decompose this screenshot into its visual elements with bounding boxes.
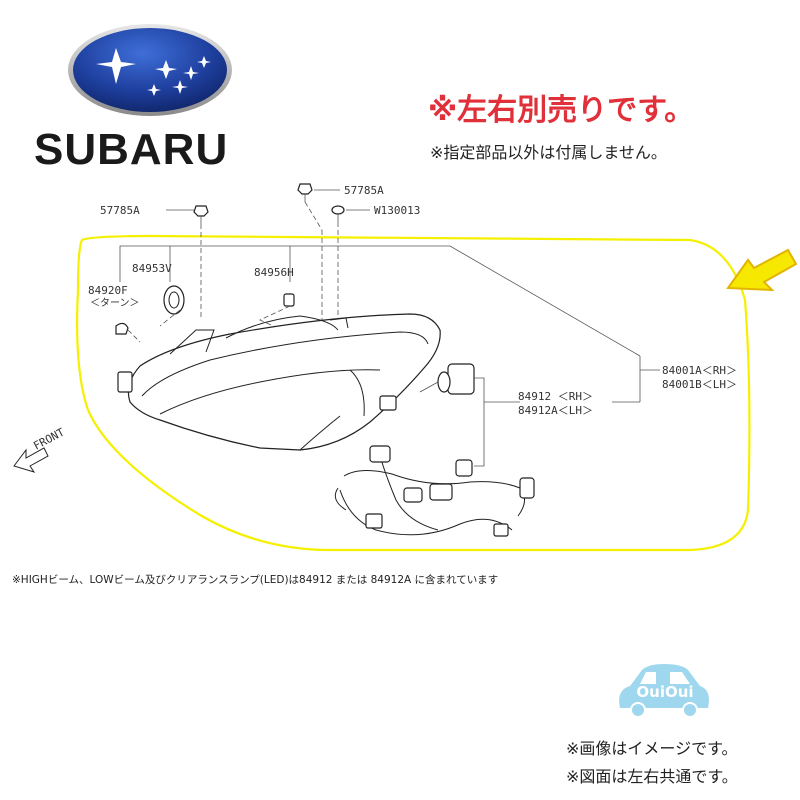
label-57785a-right: 57785A: [344, 184, 384, 197]
screw-57785a-left-icon: [193, 205, 209, 224]
note-drawing-common-lr: ※図面は左右共通です。: [566, 767, 738, 786]
socket-84953v-icon: [163, 285, 185, 315]
label-w130013: W130013: [374, 204, 420, 217]
clip-w130013-icon: [331, 205, 345, 222]
notice-sold-separately: ※左右別売りです。: [428, 93, 695, 128]
screw-57785a-right-icon: [297, 183, 313, 202]
diagram-footnote: ※HIGHビーム、LOWビーム及びクリアランスランプ(LED)は84912 また…: [12, 574, 499, 586]
ouioui-car-watermark-icon: [612, 660, 716, 718]
label-84956h: 84956H: [254, 266, 294, 279]
label-84912a: 84912A＜LH＞: [518, 404, 593, 417]
note-image-is-illustration: ※画像はイメージです。: [566, 739, 738, 758]
label-84001b: 84001B＜LH＞: [662, 378, 737, 391]
bulb-84920f-icon: [115, 322, 129, 335]
highlight-outline: [76, 234, 751, 552]
label-front: FRONT: [31, 425, 67, 452]
front-direction-arrow-icon: [13, 447, 49, 473]
pointer-arrow-icon: [726, 248, 798, 292]
label-turn: ＜ターン＞: [90, 297, 140, 309]
notice-parts-not-included: ※指定部品以外は付属しません。: [430, 143, 667, 162]
grommet-84956h-icon: [283, 293, 295, 307]
wiring-harness-icon: [334, 445, 535, 537]
headlight-parts-diagram: 57785A 57785A W130013 84953V 84956H 8492…: [13, 183, 798, 552]
subaru-logo-icon: [66, 22, 234, 118]
watermark-text: OuiOui: [636, 683, 694, 701]
label-84001a: 84001A＜RH＞: [662, 364, 737, 377]
label-84920f: 84920F: [88, 284, 128, 297]
leveling-motor-84912-icon: [419, 363, 475, 395]
label-84912: 84912 ＜RH＞: [518, 390, 593, 403]
label-57785a-left: 57785A: [100, 204, 140, 217]
headlamp-assembly-icon: [117, 313, 441, 451]
brand-name: SUBARU: [34, 125, 229, 174]
label-84953v: 84953V: [132, 262, 172, 275]
